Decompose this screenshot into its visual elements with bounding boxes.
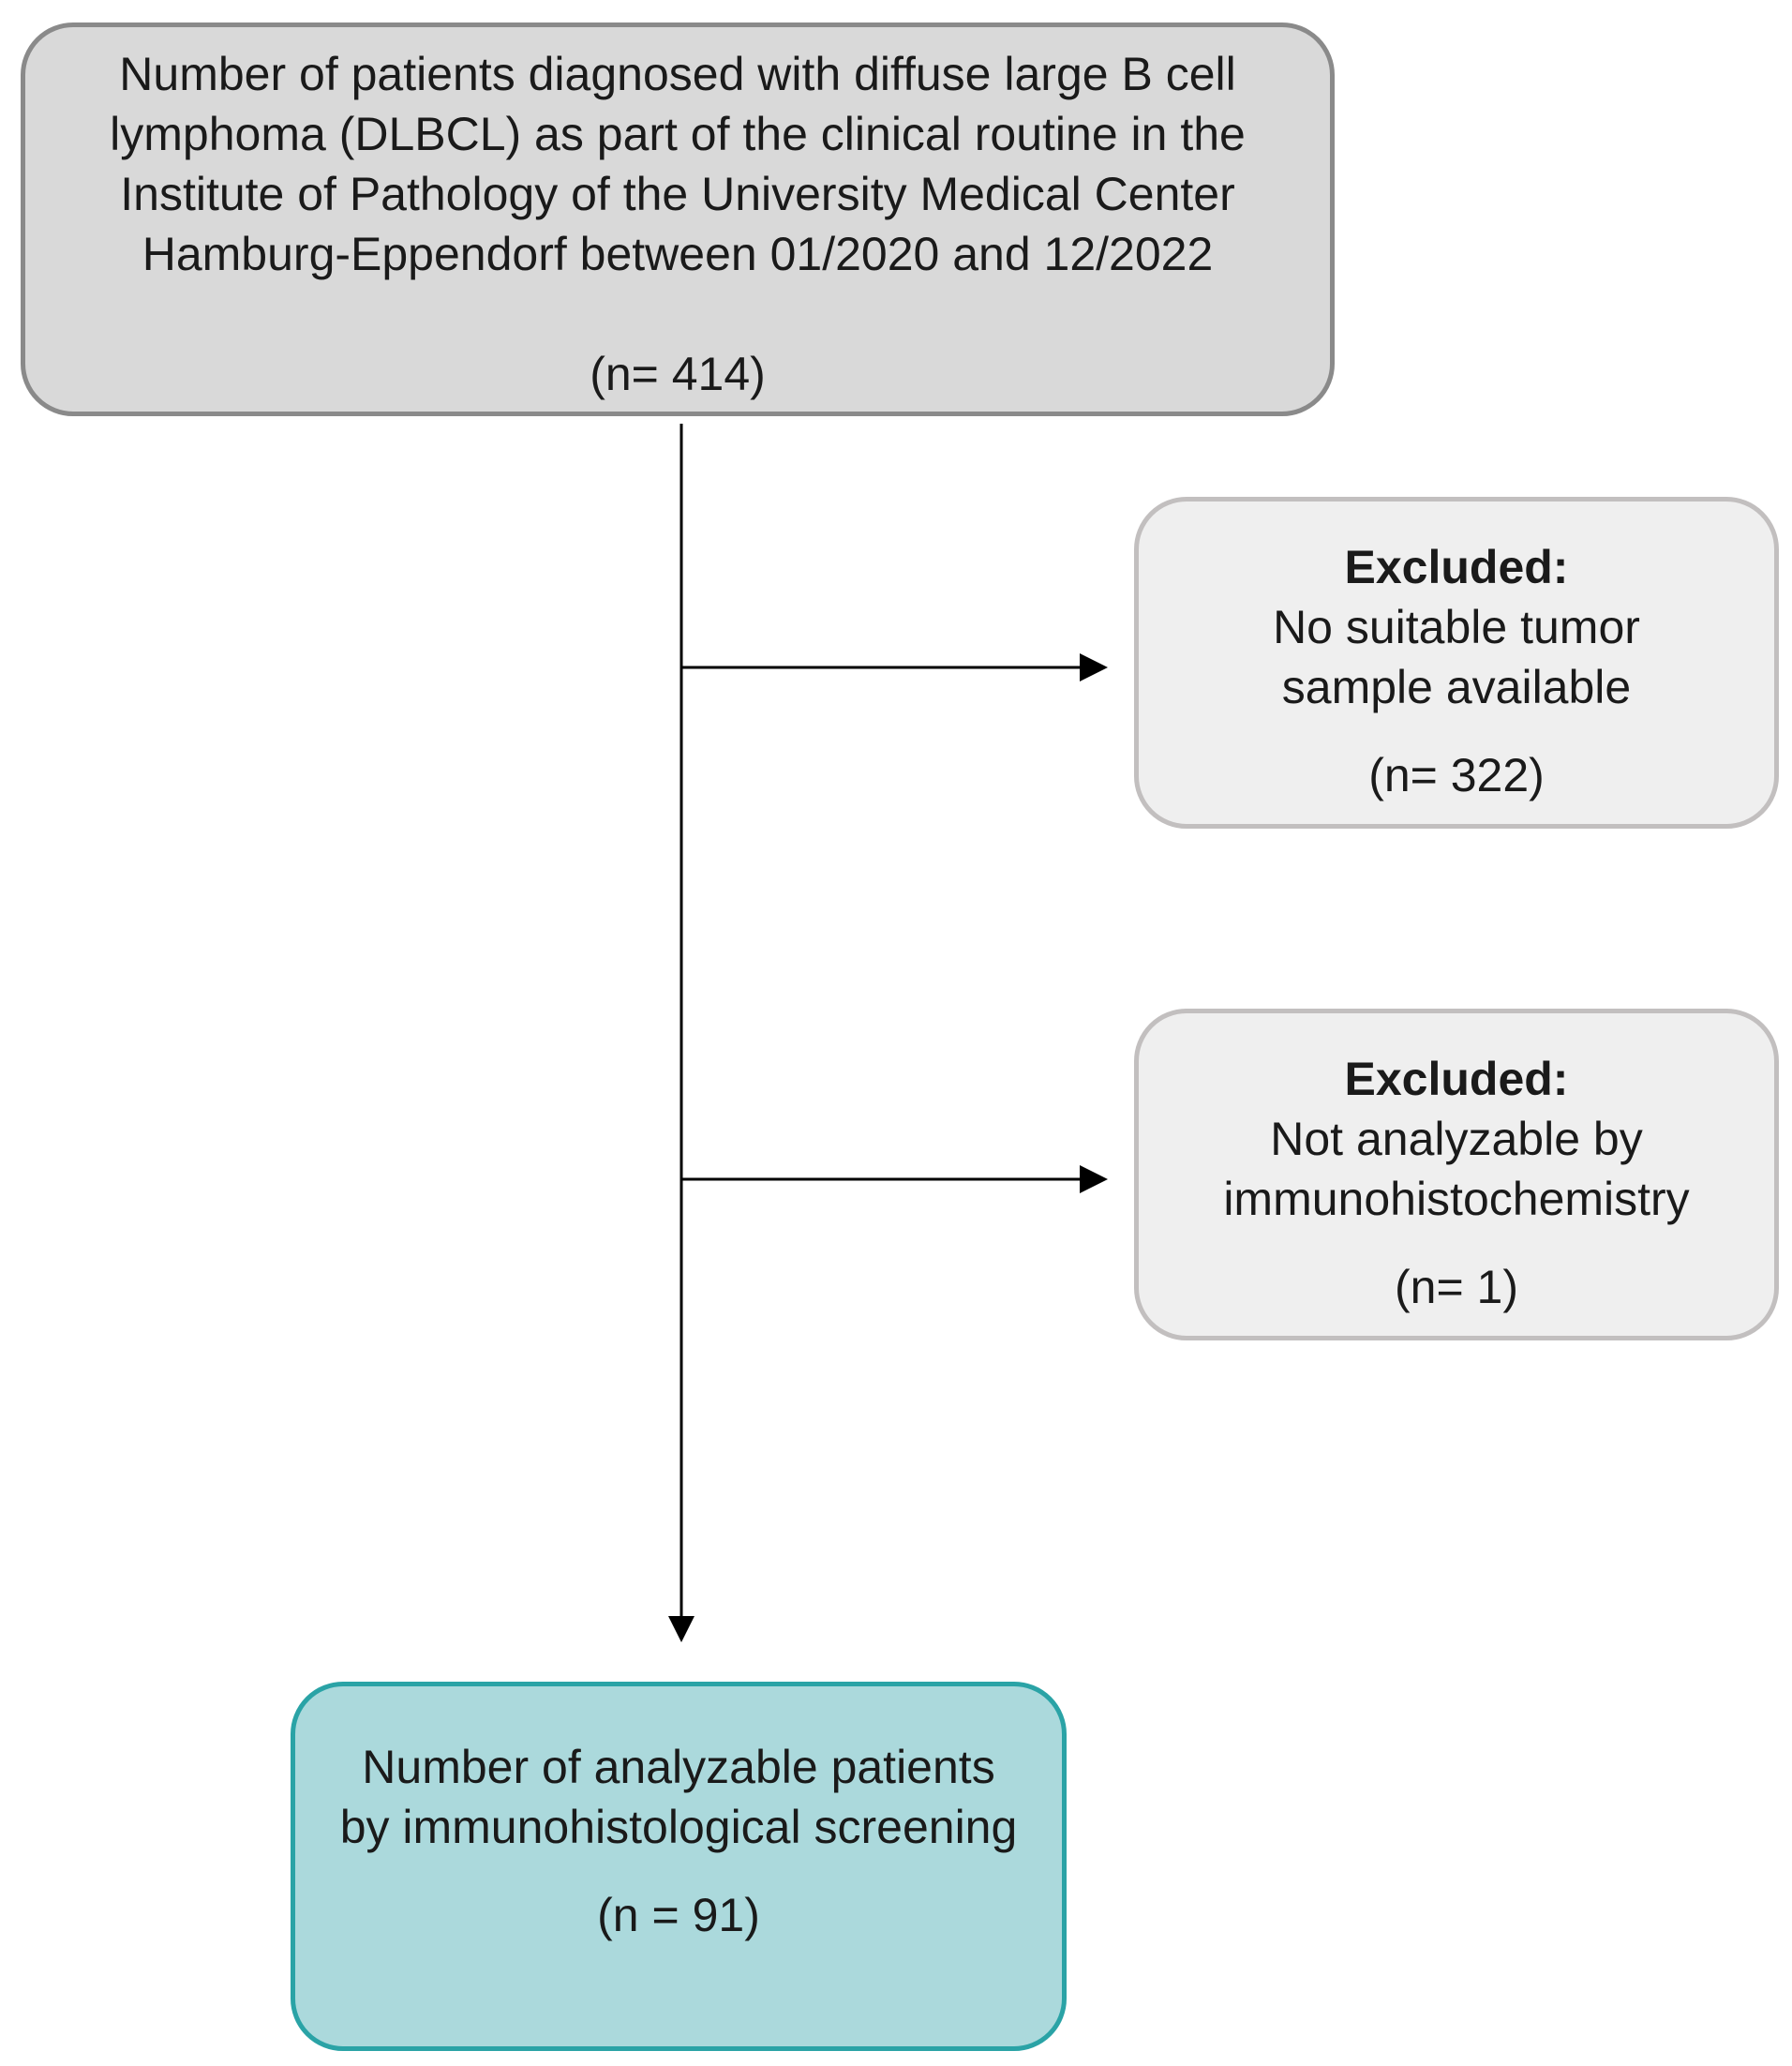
- end-box-text: Number of analyzable patients by immunoh…: [339, 1741, 1018, 1853]
- exclusion-box-1: Excluded: No suitable tumor sample avail…: [1134, 497, 1779, 829]
- main-down-arrowhead: [668, 1616, 694, 1642]
- start-box-text: Number of patients diagnosed with diffus…: [110, 48, 1246, 280]
- exclusion-1-heading: Excluded:: [1344, 541, 1569, 593]
- end-box: Number of analyzable patients by immunoh…: [291, 1682, 1067, 2051]
- exclusion-box-2: Excluded: Not analyzable by immunohistoc…: [1134, 1009, 1779, 1340]
- start-box-count: (n= 414): [590, 348, 766, 400]
- exclusion-2-reason: Not analyzable by immunohistochemistry: [1223, 1113, 1690, 1225]
- exclusion-1-reason: No suitable tumor sample available: [1273, 601, 1640, 713]
- start-box: Number of patients diagnosed with diffus…: [21, 22, 1335, 416]
- exclusion-2-heading: Excluded:: [1344, 1053, 1569, 1105]
- exclusion-1-arrowhead: [1080, 653, 1108, 681]
- end-box-count: (n = 91): [597, 1889, 760, 1941]
- exclusion-2-arrowhead: [1080, 1165, 1108, 1193]
- exclusion-1-count: (n= 322): [1368, 749, 1545, 801]
- exclusion-2-count: (n= 1): [1394, 1261, 1518, 1313]
